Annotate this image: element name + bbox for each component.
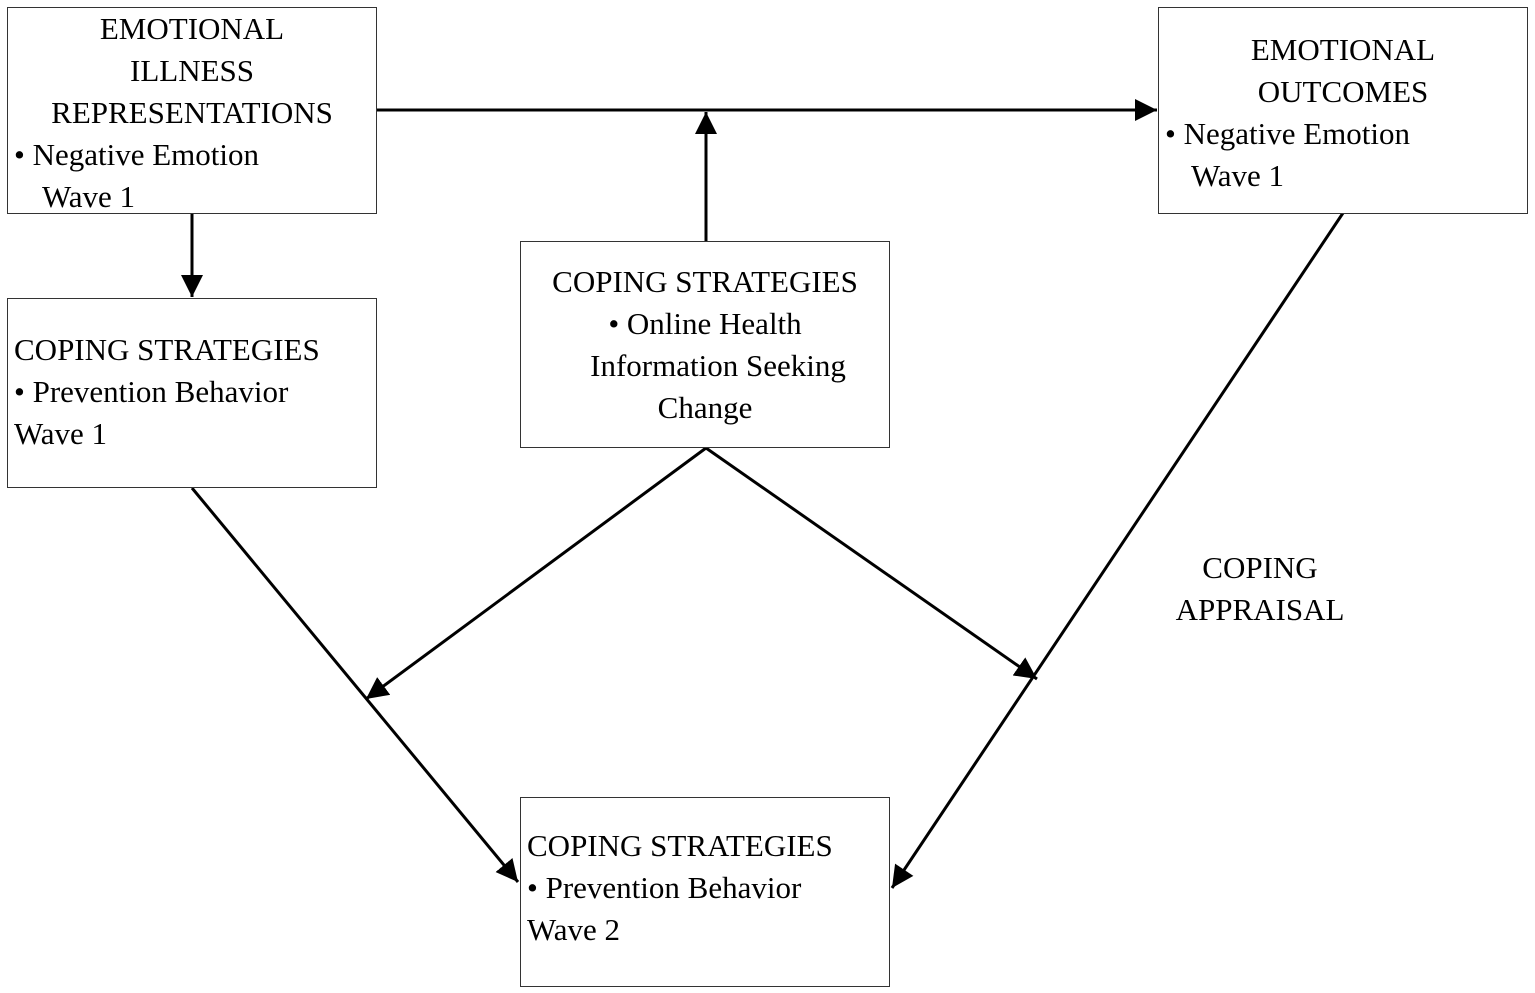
edge-cs-pb1-to-cs-pb2 bbox=[190, 487, 520, 883]
cs-pb2-title: COPING STRATEGIES bbox=[527, 828, 833, 863]
cs-pb1-bullet: • Prevention Behavior bbox=[14, 374, 289, 409]
eo-bullet: • Negative Emotion bbox=[1165, 116, 1411, 151]
node-coping-strategies-prevention-wave1: COPING STRATEGIES • Prevention Behavior … bbox=[7, 298, 377, 488]
eir-wave: Wave 1 bbox=[42, 179, 136, 214]
eo-wave: Wave 1 bbox=[1191, 158, 1285, 193]
cs-pb2-bullet: • Prevention Behavior bbox=[527, 870, 802, 905]
cs-pb2-wave: Wave 2 bbox=[527, 912, 621, 947]
eo-title-line-2: OUTCOMES bbox=[1257, 74, 1429, 109]
eir-bullet: • Negative Emotion bbox=[14, 137, 260, 172]
eo-title-line-1: EMOTIONAL bbox=[1250, 32, 1436, 67]
node-emotional-illness-representations: EMOTIONAL ILLNESS REPRESENTATIONS • Nega… bbox=[7, 7, 377, 214]
cs-ohis-title: COPING STRATEGIES bbox=[552, 264, 858, 299]
cs-pb1-title: COPING STRATEGIES bbox=[14, 332, 320, 367]
coping-appraisal-line-2: APPRAISAL bbox=[1175, 592, 1345, 627]
node-coping-strategies-online-health-info: COPING STRATEGIES • Online Health Inform… bbox=[520, 241, 890, 448]
cs-ohis-bullet-line-2: Information Seeking bbox=[590, 348, 846, 383]
label-coping-appraisal: COPING APPRAISAL bbox=[1160, 547, 1360, 631]
cs-pb1-wave: Wave 1 bbox=[14, 416, 108, 451]
eir-title-line-1: EMOTIONAL bbox=[99, 11, 285, 46]
edge-eo-to-cs-pb2 bbox=[890, 212, 1345, 889]
node-emotional-outcomes: EMOTIONAL OUTCOMES • Negative Emotion Wa… bbox=[1158, 7, 1528, 214]
eir-title-line-3: REPRESENTATIONS bbox=[51, 95, 333, 130]
node-coping-strategies-prevention-wave2: COPING STRATEGIES • Prevention Behavior … bbox=[520, 797, 890, 987]
edge-ohis-to-eo-pb2 bbox=[705, 446, 1038, 681]
cs-ohis-bullet-line-3: Change bbox=[657, 390, 753, 425]
edge-ohis-to-pb1-pb2 bbox=[365, 446, 707, 701]
cs-ohis-bullet-line-1: • Online Health bbox=[608, 306, 802, 341]
coping-appraisal-line-1: COPING bbox=[1202, 550, 1318, 585]
eir-title-line-2: ILLNESS bbox=[130, 53, 254, 88]
